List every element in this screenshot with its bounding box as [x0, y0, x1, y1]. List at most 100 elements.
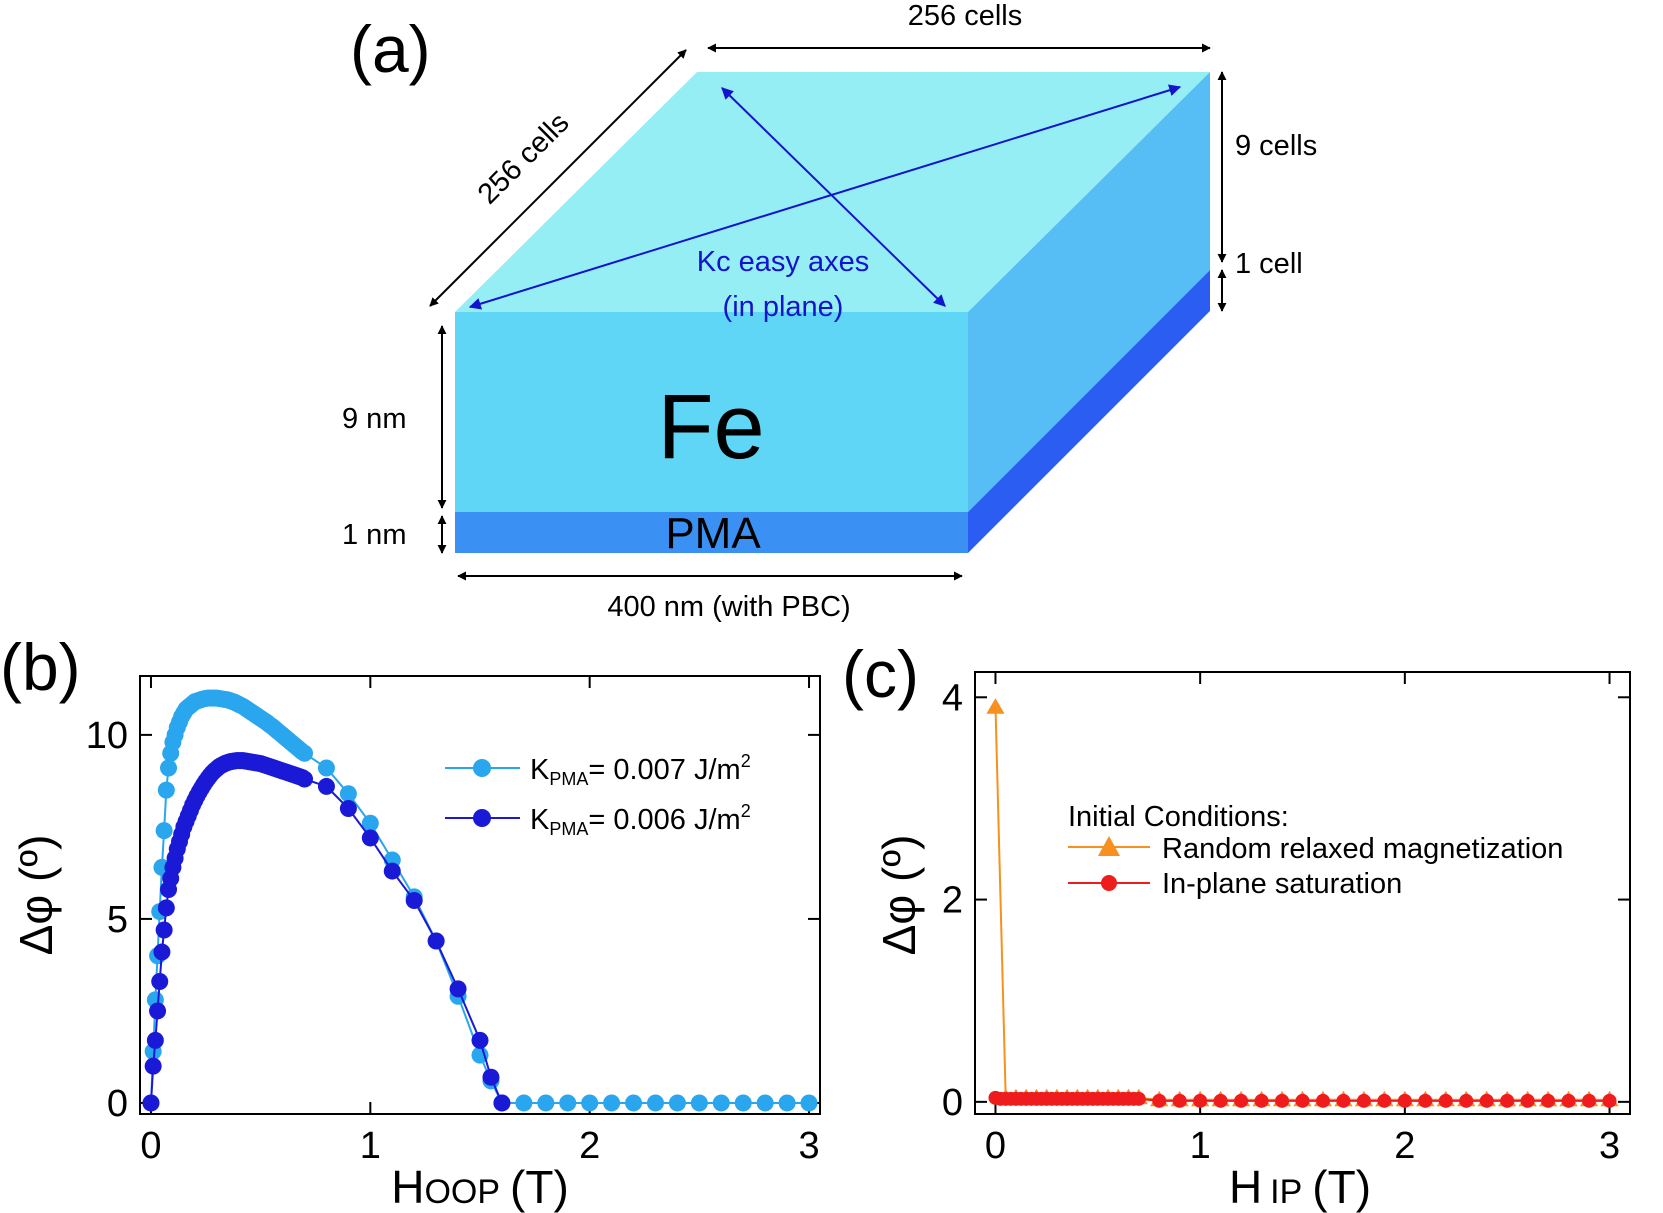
b-series-2-point [427, 932, 445, 950]
b-series-2-point [405, 892, 423, 910]
b-xtick-label: 1 [360, 1125, 381, 1167]
panel-b-series [142, 689, 818, 1112]
c-series-2-point [1602, 1093, 1617, 1108]
legend-b-marker-1 [473, 759, 491, 777]
b-series-2-point [151, 972, 169, 990]
pma-layer-label: PMA [665, 509, 761, 558]
c-series-1-point [986, 698, 1005, 714]
b-series-1-point [339, 785, 357, 803]
c-series-2-point [1459, 1093, 1474, 1108]
legend-c-text-2: In-plane saturation [1162, 868, 1402, 900]
panel-a-label: (a) [350, 12, 431, 86]
material-label: Fe [657, 376, 764, 478]
dim-right-top-label: 9 cells [1235, 130, 1317, 162]
b-series-1-point [800, 1094, 818, 1112]
easy-axes-label-line1: Kc easy axes [697, 246, 869, 278]
dim-diag-label: 256 cells [472, 107, 576, 211]
c-series-2-point [1377, 1093, 1392, 1108]
b-series-2-point [317, 777, 335, 795]
dim-left-bottom-label: 1 nm [342, 519, 406, 551]
svg-text:HOOP(T): HOOP(T) [391, 1161, 569, 1213]
b-series-2-point [144, 1057, 162, 1075]
b-xtick-label: 3 [798, 1125, 819, 1167]
b-series-1-point [734, 1094, 752, 1112]
b-series-1-point [160, 759, 178, 777]
b-ytick-label: 10 [86, 715, 128, 757]
b-ytick-label: 5 [107, 899, 128, 941]
pma-front-face [455, 512, 968, 553]
legend-b-1-tail: = 0.007 J/m [588, 754, 740, 786]
b-series-2-point [493, 1094, 511, 1112]
b-series-2-point [142, 1094, 160, 1112]
pma-side-face [968, 270, 1210, 553]
c-ytick-label: 0 [942, 1082, 963, 1124]
b-series-1-point [712, 1094, 730, 1112]
c-ytick-label: 2 [942, 880, 963, 922]
b-series-1-point [296, 744, 314, 762]
panel-c-xlabel-tail: (T) [1312, 1161, 1371, 1213]
slab-front-face [455, 312, 968, 512]
c-series-2-point [1172, 1093, 1187, 1108]
legend-b-2-main: K [530, 804, 550, 836]
b-series-2-point [153, 943, 171, 961]
legend-c-marker-2 [1101, 875, 1117, 891]
b-series-2-point [449, 980, 467, 998]
panel-b-frame [139, 675, 821, 1115]
dim-top-label: 256 cells [908, 0, 1022, 32]
c-series-2-point [1561, 1093, 1576, 1108]
b-series-1-point [668, 1094, 686, 1112]
c-series-2-point [1397, 1093, 1412, 1108]
b-series-2-line [150, 759, 503, 1104]
panel-b-ylabel: Δφ (º) [10, 835, 62, 956]
c-series-2-point [1418, 1093, 1433, 1108]
b-series-1-point [317, 759, 335, 777]
panel-b-legend: KPMA= 0.007 J/m2 KPMA= 0.006 J/m2 [445, 751, 751, 839]
b-series-2-point [383, 862, 401, 880]
c-series-2-point [1438, 1093, 1453, 1108]
c-series-2-point [1315, 1093, 1330, 1108]
c-xtick-label: 0 [985, 1125, 1006, 1167]
legend-b-marker-2 [473, 809, 491, 827]
legend-b-1-sub: PMA [549, 769, 588, 789]
panel-c-legend: Initial Conditions: Random relaxed magne… [1068, 801, 1563, 900]
b-series-1-point [559, 1094, 577, 1112]
b-series-1-point [778, 1094, 796, 1112]
c-series-2-point [1582, 1093, 1597, 1108]
c-series-2-point [1275, 1093, 1290, 1108]
b-series-1-point [157, 781, 175, 799]
b-series-1-point [581, 1094, 599, 1112]
b-ytick-label: 0 [107, 1083, 128, 1125]
b-series-1-point [361, 814, 379, 832]
legend-b-2-sup: 2 [741, 801, 751, 821]
easy-axis-arrow-2 [721, 87, 946, 307]
b-series-2-point [361, 829, 379, 847]
c-series-2-point [1131, 1091, 1146, 1106]
legend-b-text-2: KPMA= 0.006 J/m2 [530, 801, 751, 839]
c-series-2-point [1254, 1093, 1269, 1108]
c-ytick-label: 4 [942, 677, 963, 719]
panel-b-label: (b) [0, 630, 81, 704]
b-series-2-point [157, 899, 175, 917]
panel-b-xlabel: HOOP(T) [391, 1161, 569, 1213]
b-series-2-point [296, 770, 314, 788]
b-series-1-point [625, 1094, 643, 1112]
legend-c-title: Initial Conditions: [1068, 801, 1289, 833]
panel-c-ylabel: Δφ (º) [873, 835, 925, 956]
c-xtick-label: 3 [1599, 1125, 1620, 1167]
b-series-1-point [515, 1094, 533, 1112]
legend-b-2-sub: PMA [549, 819, 588, 839]
dim-diag-arrow [429, 49, 687, 307]
panel-c-frame [974, 671, 1631, 1115]
panel-a-schematic: (a) Kc easy axes (in plane) Fe PMA 256 c… [342, 0, 1317, 623]
c-series-2-point [1336, 1093, 1351, 1108]
c-xtick-label: 2 [1394, 1125, 1415, 1167]
b-series-1-point [471, 1046, 489, 1064]
legend-b-2-tail: = 0.006 J/m [588, 804, 740, 836]
b-series-2-point [471, 1031, 489, 1049]
